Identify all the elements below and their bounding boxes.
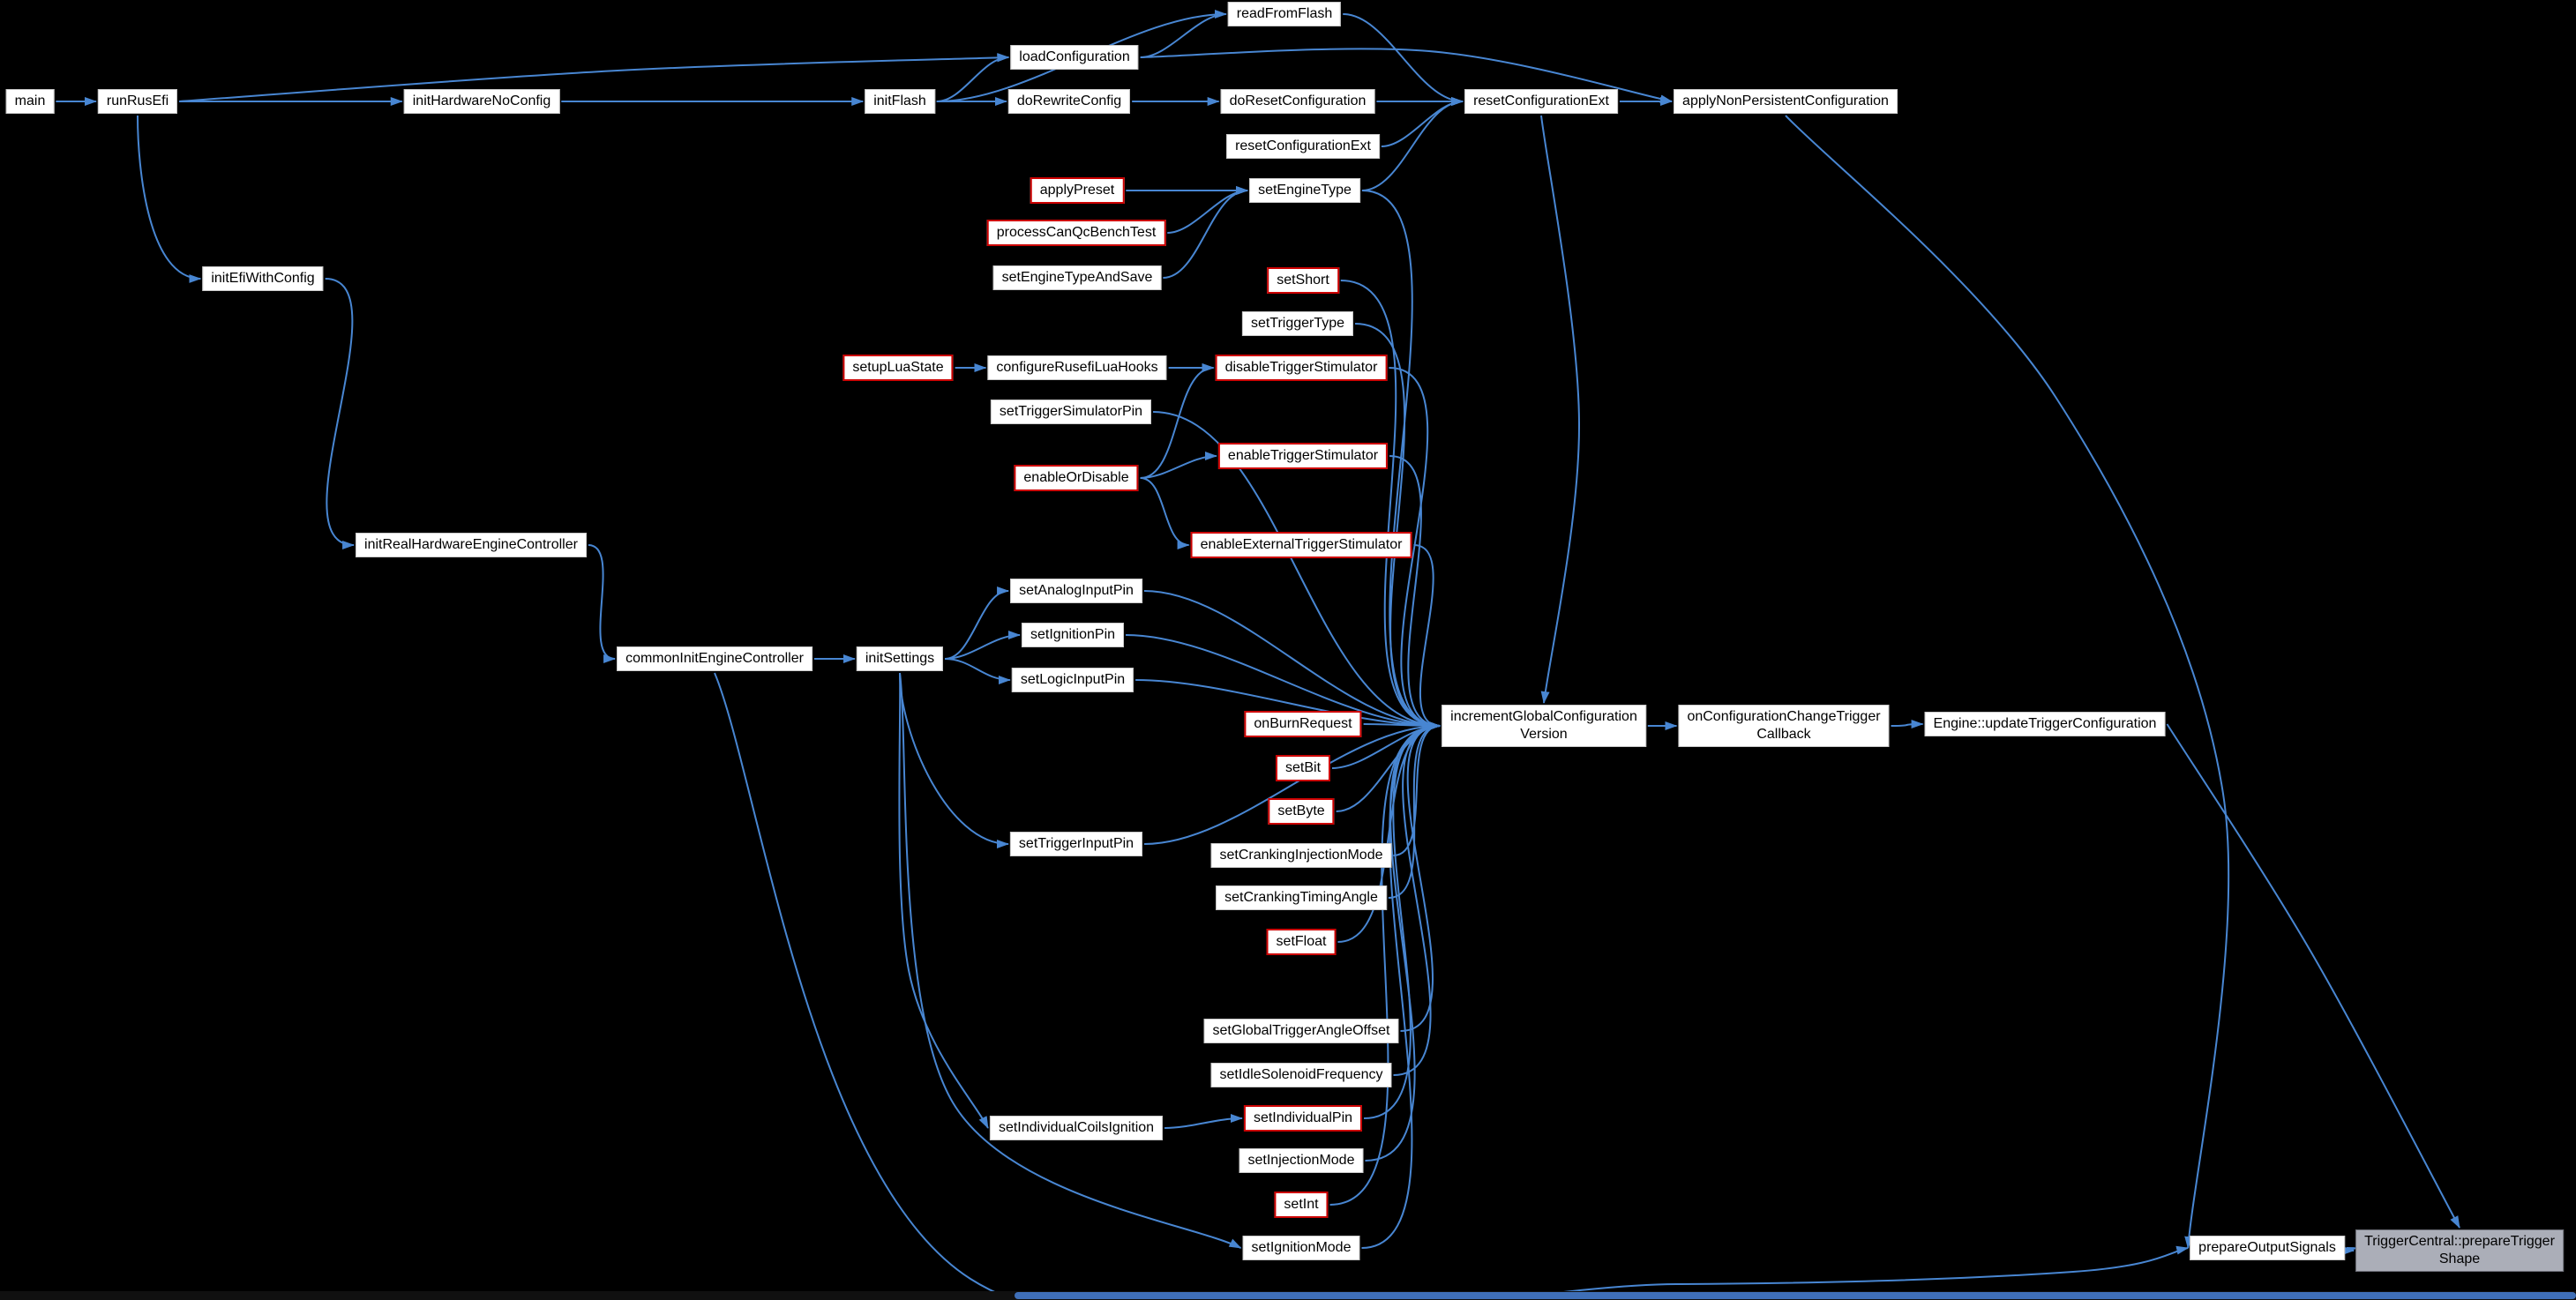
edge-readFromFlash-to-resetConfigurationExt bbox=[1343, 13, 1464, 106]
edge-disableTriggerStimulator-to-incrementGlobalConfigurationVersion bbox=[1389, 367, 1442, 730]
edge-setEngineType-to-resetConfigurationExt bbox=[1361, 97, 1464, 191]
graph-node-setIgnitionPin[interactable]: setIgnitionPin bbox=[1021, 623, 1125, 647]
edge-resetConfigurationExt-to-incrementGlobalConfigurationVersion bbox=[1540, 115, 1581, 704]
graph-node-setInt[interactable]: setInt bbox=[1274, 1192, 1329, 1218]
horizontal-scrollbar-thumb[interactable] bbox=[1015, 1292, 2576, 1299]
edge-setTriggerInputPin-to-incrementGlobalConfigurationVersion bbox=[1144, 721, 1442, 845]
graph-node-setByte[interactable]: setByte bbox=[1268, 798, 1335, 825]
graph-node-applyPreset[interactable]: applyPreset bbox=[1030, 177, 1125, 204]
graph-node-applyNonPersistentConfiguration[interactable]: applyNonPersistentConfiguration bbox=[1674, 89, 1898, 114]
graph-node-setTriggerSimulatorPin[interactable]: setTriggerSimulatorPin bbox=[990, 400, 1152, 424]
edge-loadConfiguration-to-applyNonPersistentConfiguration bbox=[1140, 48, 1674, 104]
graph-node-readFromFlash[interactable]: readFromFlash bbox=[1227, 2, 1342, 26]
edge-setTriggerType-to-incrementGlobalConfigurationVersion bbox=[1355, 323, 1442, 730]
edge-initFlash-to-loadConfiguration bbox=[936, 53, 1010, 102]
graph-node-main[interactable]: main bbox=[5, 89, 55, 114]
graph-node-enableExternalTriggerStimulator[interactable]: enableExternalTriggerStimulator bbox=[1190, 532, 1412, 558]
edge-enableOrDisable-to-enableTriggerStimulator bbox=[1140, 452, 1217, 479]
graph-node-disableTriggerStimulator[interactable]: disableTriggerStimulator bbox=[1215, 355, 1388, 381]
graph-node-commonInitEngineController[interactable]: commonInitEngineController bbox=[617, 646, 812, 671]
graph-node-incrementGlobalConfigurationVersion[interactable]: incrementGlobalConfiguration Version bbox=[1442, 705, 1646, 747]
edge-setInt-to-incrementGlobalConfigurationVersion bbox=[1329, 721, 1442, 1206]
edge-setShort-to-incrementGlobalConfigurationVersion bbox=[1340, 280, 1442, 730]
graph-node-setIndividualPin[interactable]: setIndividualPin bbox=[1243, 1105, 1363, 1132]
graph-node-setTriggerInputPin[interactable]: setTriggerInputPin bbox=[1009, 832, 1143, 856]
graph-node-setAnalogInputPin[interactable]: setAnalogInputPin bbox=[1010, 579, 1142, 603]
graph-node-runRusEfi[interactable]: runRusEfi bbox=[97, 89, 178, 114]
graph-node-prepareTriggerShape: TriggerCentral::prepareTrigger Shape bbox=[2355, 1229, 2564, 1272]
graph-node-initFlash[interactable]: initFlash bbox=[865, 89, 935, 114]
graph-node-prepareOutputSignals[interactable]: prepareOutputSignals bbox=[2190, 1236, 2345, 1260]
graph-node-setEngineTypeAndSave[interactable]: setEngineTypeAndSave bbox=[992, 265, 1162, 290]
graph-node-setupLuaState[interactable]: setupLuaState bbox=[842, 355, 954, 381]
edge-runRusEfi-to-initEfiWithConfig bbox=[137, 115, 202, 283]
edge-prepareOutputSignals-to-prepareTriggerShape bbox=[2342, 1245, 2356, 1255]
edge-enableTriggerStimulator-to-incrementGlobalConfigurationVersion bbox=[1389, 455, 1442, 730]
edge-enableOrDisable-to-disableTriggerStimulator bbox=[1140, 363, 1215, 479]
graph-node-setInjectionMode[interactable]: setInjectionMode bbox=[1239, 1148, 1364, 1173]
edge-setIdleSolenoidFrequency-to-incrementGlobalConfigurationVersion bbox=[1393, 721, 1442, 1076]
graph-node-enableOrDisable[interactable]: enableOrDisable bbox=[1014, 465, 1139, 491]
graph-node-setIndividualCoilsIgnition[interactable]: setIndividualCoilsIgnition bbox=[989, 1116, 1164, 1140]
graph-node-doResetConfiguration[interactable]: doResetConfiguration bbox=[1220, 89, 1375, 114]
edge-commonInitEngineController-to-prepareOutputSignals bbox=[714, 672, 2190, 1300]
edge-initRealHardwareEngineController-to-commonInitEngineController bbox=[588, 544, 617, 663]
edge-applyNonPersistentConfiguration-to-prepareOutputSignals bbox=[1785, 115, 2230, 1249]
edge-setGlobalTriggerAngleOffset-to-incrementGlobalConfigurationVersion bbox=[1400, 721, 1442, 1032]
graph-node-onConfigurationChangeTriggerCallback[interactable]: onConfigurationChangeTrigger Callback bbox=[1678, 705, 1890, 747]
graph-node-setShort[interactable]: setShort bbox=[1267, 267, 1339, 294]
graph-node-configureRusefiLuaHooks[interactable]: configureRusefiLuaHooks bbox=[987, 355, 1167, 380]
graph-node-resetConfigurationExt2[interactable]: resetConfigurationExt bbox=[1226, 134, 1380, 159]
edge-runRusEfi-to-loadConfiguration bbox=[179, 53, 1010, 102]
edge-setCrankingInjectionMode-to-incrementGlobalConfigurationVersion bbox=[1393, 721, 1442, 856]
edge-setCrankingTimingAngle-to-incrementGlobalConfigurationVersion bbox=[1388, 721, 1442, 899]
graph-node-doRewriteConfig[interactable]: doRewriteConfig bbox=[1007, 89, 1131, 114]
graph-node-loadConfiguration[interactable]: loadConfiguration bbox=[1010, 45, 1139, 70]
graph-node-enableTriggerStimulator[interactable]: enableTriggerStimulator bbox=[1217, 443, 1389, 469]
edge-setEngineTypeAndSave-to-setEngineType bbox=[1163, 186, 1249, 279]
graph-node-setCrankingTimingAngle[interactable]: setCrankingTimingAngle bbox=[1216, 885, 1387, 910]
edge-loadConfiguration-to-readFromFlash bbox=[1140, 10, 1227, 58]
edge-setTriggerSimulatorPin-to-incrementGlobalConfigurationVersion bbox=[1153, 411, 1442, 730]
graph-node-setBit[interactable]: setBit bbox=[1275, 755, 1331, 781]
graph-node-setTriggerType[interactable]: setTriggerType bbox=[1241, 311, 1354, 336]
edge-setIgnitionPin-to-incrementGlobalConfigurationVersion bbox=[1126, 634, 1442, 730]
edge-enableExternalTriggerStimulator-to-incrementGlobalConfigurationVersion bbox=[1413, 544, 1442, 730]
graph-node-initEfiWithConfig[interactable]: initEfiWithConfig bbox=[202, 266, 324, 291]
edge-engineUpdateTriggerConfiguration-to-prepareTriggerShape bbox=[2166, 723, 2460, 1229]
graph-node-setCrankingInjectionMode[interactable]: setCrankingInjectionMode bbox=[1210, 843, 1392, 868]
edge-setIgnitionMode-to-incrementGlobalConfigurationVersion bbox=[1361, 721, 1442, 1249]
graph-node-initHardwareNoConfig[interactable]: initHardwareNoConfig bbox=[403, 89, 560, 114]
edge-initSettings-to-setIgnitionPin bbox=[945, 631, 1021, 660]
graph-node-processCanQcBenchTest[interactable]: processCanQcBenchTest bbox=[986, 220, 1166, 246]
edge-setAnalogInputPin-to-incrementGlobalConfigurationVersion bbox=[1143, 590, 1442, 730]
graph-node-resetConfigurationExt[interactable]: resetConfigurationExt bbox=[1464, 89, 1618, 114]
edge-setLogicInputPin-to-incrementGlobalConfigurationVersion bbox=[1135, 679, 1442, 730]
edge-initSettings-to-setAnalogInputPin bbox=[945, 586, 1010, 660]
edge-initEfiWithConfig-to-initRealHardwareEngineController bbox=[325, 278, 356, 549]
edge-initSettings-to-setIgnitionMode bbox=[899, 672, 1242, 1249]
graph-node-setEngineType[interactable]: setEngineType bbox=[1249, 178, 1360, 203]
edge-setIndividualCoilsIgnition-to-setIndividualPin bbox=[1164, 1114, 1243, 1129]
graph-node-initSettings[interactable]: initSettings bbox=[856, 646, 944, 671]
graph-node-initRealHardwareEngineController[interactable]: initRealHardwareEngineController bbox=[356, 533, 587, 557]
graph-node-onBurnRequest[interactable]: onBurnRequest bbox=[1244, 711, 1362, 737]
horizontal-scrollbar-track bbox=[0, 1291, 2576, 1300]
graph-node-setGlobalTriggerAngleOffset[interactable]: setGlobalTriggerAngleOffset bbox=[1203, 1019, 1399, 1043]
graph-node-setLogicInputPin[interactable]: setLogicInputPin bbox=[1011, 668, 1134, 692]
graph-node-setIdleSolenoidFrequency[interactable]: setIdleSolenoidFrequency bbox=[1210, 1063, 1392, 1087]
edge-initSettings-to-setIndividualCoilsIgnition bbox=[898, 672, 989, 1129]
graph-node-setIgnitionMode[interactable]: setIgnitionMode bbox=[1242, 1236, 1360, 1260]
edge-initSettings-to-setLogicInputPin bbox=[945, 658, 1011, 684]
edge-onConfigurationChangeTriggerCallback-to-engineUpdateTriggerConfiguration bbox=[1891, 720, 1924, 729]
graph-node-engineUpdateTriggerConfiguration[interactable]: Engine::updateTriggerConfiguration bbox=[1924, 712, 2166, 736]
edge-enableOrDisable-to-enableExternalTriggerStimulator bbox=[1140, 477, 1190, 549]
graph-node-setFloat[interactable]: setFloat bbox=[1266, 929, 1337, 955]
